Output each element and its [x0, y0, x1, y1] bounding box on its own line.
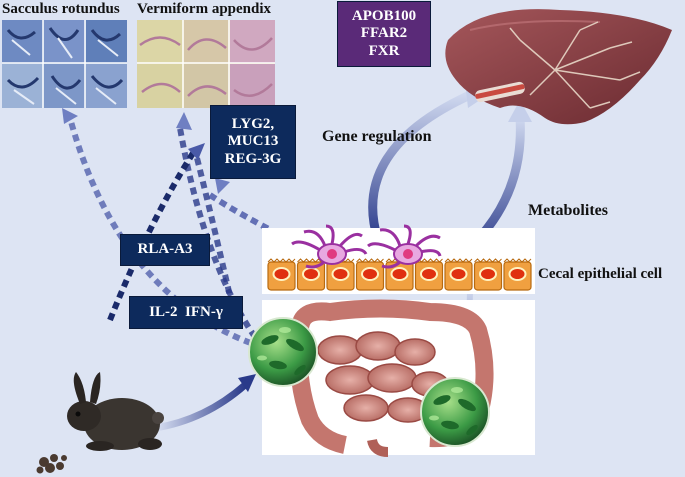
cell-nucleus [479, 267, 497, 281]
arrow-rabbit-to-gut [154, 382, 248, 432]
dendritic-cell-2 [367, 224, 442, 269]
dashed-arrow-cytokine-branch [192, 149, 235, 306]
microvilli [444, 258, 473, 263]
arrow-gene-regulation [368, 90, 472, 242]
liver-icon [445, 9, 672, 125]
cytokines-box: IL-2 IFN-γ [129, 296, 243, 329]
arrowhead-rabbit-to-gut [238, 374, 256, 392]
cell-nucleus [508, 267, 527, 281]
microvilli [356, 258, 384, 263]
arrowhead-cell-box [215, 178, 230, 194]
dashed-arrow-rla [107, 148, 198, 322]
cell-nucleus [361, 267, 379, 281]
label-sacculus-rotundus: Sacculus rotundus [2, 1, 120, 17]
histology-appendix [137, 20, 275, 108]
microbe-icon-right [420, 377, 490, 447]
appendix-gene-2: MUC13 [227, 133, 279, 150]
appendix-genes-box: LYG2, MUC13 REG-3G [210, 105, 296, 179]
cell-nucleus [420, 267, 438, 281]
cell-nucleus [390, 267, 409, 281]
label-vermiform-appendix: Vermiform appendix [137, 1, 272, 17]
epithelial-cell-layer [262, 224, 535, 294]
cell-nucleus [272, 267, 291, 281]
arrowhead-appendix [176, 112, 192, 130]
appendix-gene-1: LYG2, [231, 116, 275, 133]
arrowhead-metabolites [508, 100, 532, 122]
rla-box: RLA-A3 [120, 234, 210, 266]
liver-gene-3: FXR [368, 42, 400, 59]
histology-sacculus [2, 20, 127, 108]
cell-nucleus [331, 267, 350, 281]
dendritic-cell-1 [291, 224, 368, 269]
liver-gene-2: FFAR2 [360, 25, 408, 42]
arrowhead-genes-box [188, 143, 205, 160]
rabbit-icon [67, 372, 164, 451]
microbe-icon-left [248, 317, 318, 387]
cytokines-label: IL-2 IFN-γ [149, 303, 223, 320]
appendix-gene-3: REG-3G [224, 150, 282, 167]
label-metabolites: Metabolites [528, 202, 608, 219]
dashed-arrow-to-sacculus [67, 117, 263, 350]
arrowhead-sacculus [62, 108, 78, 124]
label-gene-regulation: Gene regulation [322, 128, 432, 145]
cell-nucleus [449, 267, 468, 281]
dashed-arrow-cytokine-to-appendix [177, 127, 265, 349]
liver-gene-1: APOB100 [351, 8, 417, 25]
feces-icon [36, 454, 67, 474]
microvilli [503, 258, 532, 263]
cell-nucleus [302, 267, 320, 281]
liver-genes-box: APOB100 FFAR2 FXR [337, 1, 431, 67]
rla-label: RLA-A3 [137, 241, 193, 258]
microvilli [267, 258, 296, 263]
label-cecal-epithelial-cell: Cecal epithelial cell [538, 266, 663, 282]
microvilli [474, 258, 502, 263]
